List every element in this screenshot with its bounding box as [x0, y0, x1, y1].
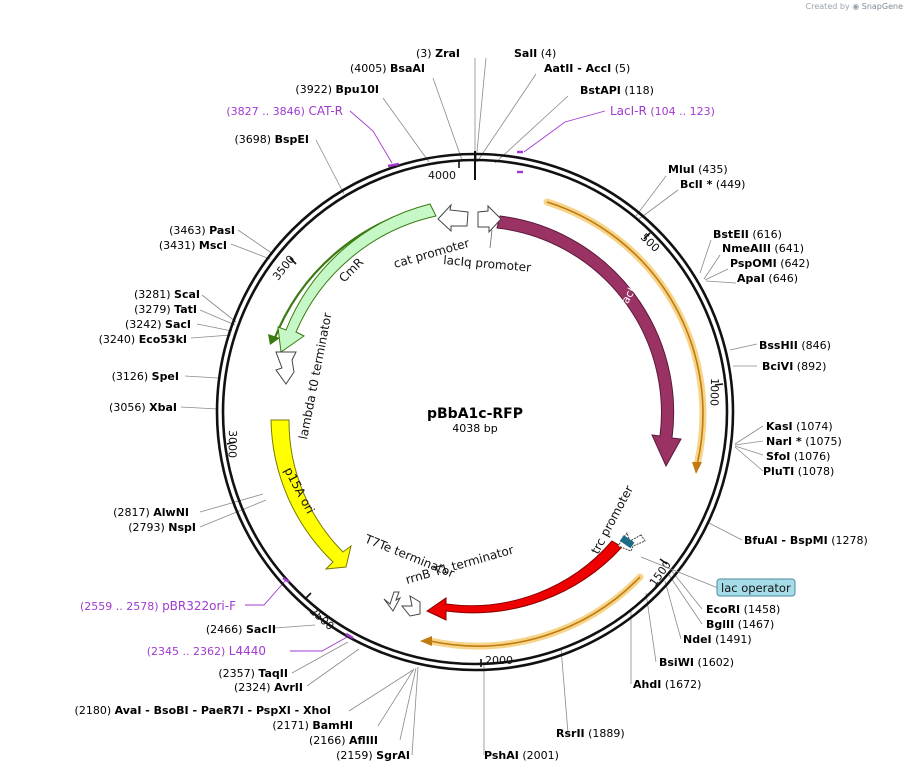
cmr-green-arrowhead [268, 334, 280, 345]
primer-label-cat-r[interactable]: (3827 .. 3846) CAT-R [226, 104, 343, 118]
enzyme-label-spei[interactable]: (3126) SpeI [112, 370, 179, 383]
snapgene-credit: Created by ◉ SnapGene [806, 2, 903, 11]
enzyme-label-tati[interactable]: (3279) TatI [134, 303, 197, 316]
enzyme-label-apai[interactable]: ApaI (646) [737, 272, 798, 285]
snapgene-logo-icon: ◉ [852, 2, 860, 11]
rrnb-terminator-arrow[interactable] [400, 594, 421, 617]
tick-label-2000: 2000 [485, 654, 513, 667]
enzyme-label-ahdi[interactable]: AhdI (1672) [633, 678, 701, 691]
primer-marks [282, 150, 523, 640]
enzyme-label-sfoi[interactable]: SfoI (1076) [766, 450, 830, 463]
laciq-promoter-label: lacIq promoter [443, 253, 532, 275]
enzyme-label-sgrai[interactable]: (2159) SgrAI [336, 749, 410, 762]
lac-operator-mark[interactable] [619, 535, 635, 549]
enzyme-label-sali[interactable]: SalI (4) [514, 47, 556, 60]
plasmid-size: 4038 bp [452, 422, 497, 435]
primer-label-laci-r[interactable]: LacI-R (104 .. 123) [610, 104, 715, 118]
enzyme-label-nari[interactable]: NarI * (1075) [766, 435, 842, 448]
p15a-feature-arrow[interactable] [270, 419, 352, 570]
enzyme-label-avrii[interactable]: (2324) AvrII [234, 681, 303, 694]
lambda-t0-terminator-label: lambda t0 terminator [296, 311, 334, 440]
enzyme-label-xhoi[interactable]: (2180) AvaI - BsoBI - PaeR7I - PspXI - X… [75, 704, 331, 717]
enzyme-label-bspei[interactable]: (3698) BspEI [235, 133, 310, 146]
enzyme-label-ndei[interactable]: NdeI (1491) [683, 633, 752, 646]
tick-label-1000: 1000 [708, 378, 721, 406]
lac-operator-label: lac operator [721, 581, 791, 595]
enzyme-labels: (3) ZraI SalI (4) AatII - AccI (5) BstAP… [75, 47, 868, 762]
primer-label-pbr322ori-f[interactable]: (2559 .. 2578) pBR322ori-F [80, 599, 236, 613]
enzyme-label-sacii[interactable]: (2466) SacII [206, 623, 276, 636]
cmr-feature-arrow[interactable] [277, 203, 437, 353]
enzyme-label-bsiwi[interactable]: BsiWI (1602) [659, 656, 734, 669]
enzyme-label-pshai[interactable]: PshAI (2001) [484, 749, 559, 762]
enzyme-label-kasi[interactable]: KasI (1074) [766, 420, 833, 433]
enzyme-label-bpu10i[interactable]: (3922) Bpu10I [295, 83, 379, 96]
scale-ticks [226, 160, 724, 667]
enzyme-label-bglii[interactable]: BglII (1467) [706, 618, 774, 631]
credit-prefix: Created by [805, 2, 850, 11]
enzyme-label-saci[interactable]: (3242) SacI [125, 318, 191, 331]
enzyme-label-ecori[interactable]: EcoRI (1458) [706, 603, 780, 616]
plasmid-name: pBbA1c-RFP [427, 406, 523, 422]
enzyme-label-taqii[interactable]: (2357) TaqII [218, 667, 288, 680]
tick-label-3000: 3000 [226, 430, 239, 458]
enzyme-label-pluti[interactable]: PluTI (1078) [763, 465, 834, 478]
tick-label-4000: 4000 [428, 169, 456, 182]
enzyme-label-zrai[interactable]: (3) ZraI [416, 47, 460, 60]
enzyme-label-bfuai[interactable]: BfuAI - BspMI (1278) [744, 534, 868, 547]
primer-labels: (3827 .. 3846) CAT-R LacI-R (104 .. 123)… [80, 104, 715, 658]
mrfp-feature-arrow[interactable] [425, 540, 623, 621]
enzyme-label-bsteii[interactable]: BstEII (616) [713, 228, 782, 241]
enzyme-label-bcivi[interactable]: BciVI (892) [762, 360, 826, 373]
enzyme-label-scai[interactable]: (3281) ScaI [134, 288, 200, 301]
enzyme-label-bcli[interactable]: BclI * (449) [680, 178, 745, 191]
tick-label-3500: 3500 [270, 253, 297, 283]
mrfp-orange-arrowhead [420, 636, 432, 646]
enzyme-label-mlui[interactable]: MluI (435) [668, 163, 728, 176]
enzyme-label-pasi[interactable]: (3463) PasI [169, 224, 235, 237]
laciq-promoter-arrow[interactable] [477, 204, 502, 234]
enzyme-label-xbai[interactable]: (3056) XbaI [109, 401, 177, 414]
cat-promoter-arrow[interactable] [437, 203, 469, 233]
enzyme-label-nspi[interactable]: (2793) NspI [128, 521, 196, 534]
enzyme-label-bsshii[interactable]: BssHII (846) [759, 339, 831, 352]
enzyme-label-bamhi[interactable]: (2171) BamHI [272, 719, 353, 732]
enzyme-label-afliii[interactable]: (2166) AflIII [309, 734, 378, 747]
enzyme-label-bsaai[interactable]: (4005) BsaAI [350, 62, 425, 75]
enzyme-label-msci[interactable]: (3431) MscI [159, 239, 227, 252]
lac-operator-callout[interactable] [716, 578, 796, 597]
enzyme-label-eco53ki[interactable]: (3240) Eco53kI [99, 333, 187, 346]
enzyme-label-pspomi[interactable]: PspOMI (642) [730, 257, 810, 270]
laci-orange-arrowhead [692, 462, 702, 474]
laci-feature-arrow[interactable] [496, 215, 682, 468]
enzyme-label-nmeaiii[interactable]: NmeAIII (641) [722, 242, 804, 255]
primer-leader-lines [245, 110, 606, 652]
t7te-terminator-arrow[interactable] [383, 591, 402, 612]
enzyme-label-rsrii[interactable]: RsrII (1889) [556, 727, 625, 740]
enzyme-leader-lines [180, 57, 764, 756]
tick-label-2500: 2500 [307, 605, 337, 633]
enzyme-label-bstapi[interactable]: BstAPI (118) [580, 84, 654, 97]
lambda-t0-terminator-arrow[interactable] [275, 351, 297, 385]
primer-label-l4440[interactable]: (2345 .. 2362) L4440 [147, 644, 266, 658]
tick-label-500: 500 [638, 231, 662, 255]
credit-brand: SnapGene [861, 2, 903, 11]
enzyme-label-aatii[interactable]: AatII - AccI (5) [544, 62, 630, 75]
enzyme-label-alwni[interactable]: (2817) AlwNI [113, 506, 189, 519]
